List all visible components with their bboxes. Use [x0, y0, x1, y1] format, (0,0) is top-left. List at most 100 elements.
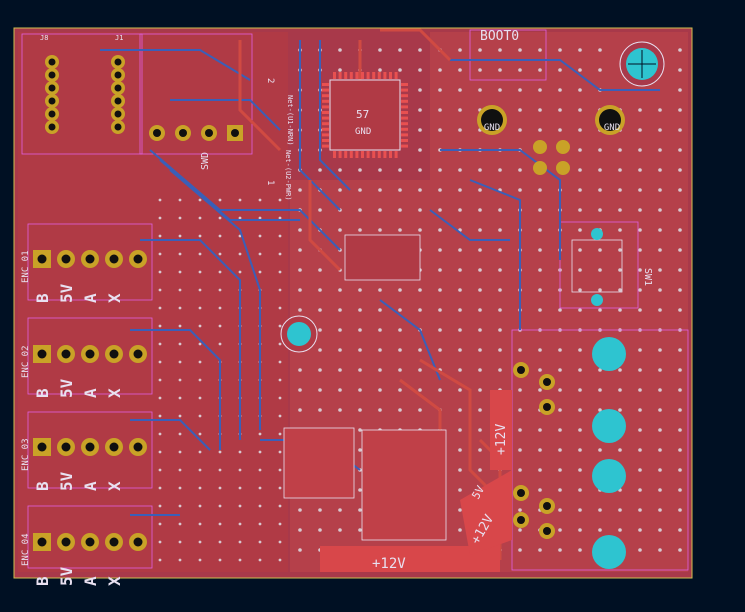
gnd-label-2: GND: [604, 123, 620, 133]
pin-hole: [114, 58, 122, 66]
encoder-pin-label: B: [33, 481, 52, 491]
encoder-label: ENC 04: [21, 533, 31, 566]
pin-hole: [61, 349, 71, 359]
encoder-pin-label: 5V: [57, 566, 76, 586]
terminal-hole: [592, 409, 626, 443]
connector-block[interactable]: [361, 429, 447, 541]
encoder-pin-label: X: [105, 388, 124, 398]
power-pour-12v-b: [460, 470, 512, 555]
pin-hole: [114, 110, 122, 118]
pin-hole: [37, 442, 47, 452]
encoder-pin-label: X: [105, 293, 124, 303]
jumper-pads[interactable]: [533, 140, 570, 175]
encoder-label: ENC 02: [21, 345, 31, 378]
encoder-pin-label: X: [105, 576, 124, 586]
net2-label: Net-(U2-PWR): [284, 150, 292, 201]
pin-hole: [133, 254, 143, 264]
pin-hole: [85, 349, 95, 359]
copper-pour-left: [18, 32, 288, 572]
mcu-chip[interactable]: [322, 72, 408, 158]
encoder-connectors[interactable]: [33, 250, 147, 551]
encoder-pin-label: 5V: [57, 471, 76, 491]
back-traces: [100, 40, 660, 516]
pin-hole: [153, 129, 161, 137]
pin-hole: [133, 349, 143, 359]
pin-hole: [114, 97, 122, 105]
pin-hole: [48, 58, 56, 66]
pin-hole: [114, 123, 122, 131]
pin-hole: [517, 366, 525, 374]
mounting-hole-center: [280, 315, 318, 353]
pin-hole: [109, 349, 119, 359]
pin-hole: [61, 254, 71, 264]
encoder-pin-label: 5V: [57, 283, 76, 303]
encoder-pin-label: A: [81, 388, 100, 398]
pin-hole: [114, 84, 122, 92]
pin-hole: [133, 442, 143, 452]
gnd-testpoint-2[interactable]: GND: [595, 105, 625, 135]
encoder-pin-label: A: [81, 293, 100, 303]
j8-label: J8: [40, 34, 48, 42]
pin-hole: [109, 442, 119, 452]
pin-hole: [231, 129, 239, 137]
terminal-hole: [592, 337, 626, 371]
pin-hole: [109, 537, 119, 547]
ic-lower[interactable]: [344, 234, 421, 281]
pin-hole: [543, 527, 551, 535]
pin-hole: [133, 537, 143, 547]
v12-label-a: +12V: [494, 424, 509, 455]
j1-label: J1: [115, 34, 123, 42]
encoder-pin-label: A: [81, 576, 100, 586]
net1-label: Net-(U1-NRN): [286, 95, 294, 146]
pin-hole: [543, 378, 551, 386]
encoder-pin-label: B: [33, 293, 52, 303]
pin-hole: [85, 254, 95, 264]
terminal-hole: [592, 459, 626, 493]
pin-hole: [48, 123, 56, 131]
pin-hole: [517, 489, 525, 497]
boot0-label: BOOT0: [480, 29, 519, 44]
switch-sw1[interactable]: SW1: [571, 228, 653, 306]
mcu-vcc-label: 57: [356, 108, 369, 121]
pin-hole: [517, 516, 525, 524]
pin-hole: [543, 403, 551, 411]
sw1-label: SW1: [642, 268, 653, 286]
power-pour-12v-bottom: [320, 520, 500, 572]
terminal-pads[interactable]: [513, 337, 626, 569]
gnd-testpoint-1[interactable]: GND: [477, 105, 507, 135]
pin-hole: [179, 129, 187, 137]
pin-hole: [205, 129, 213, 137]
net2-number: 1: [265, 180, 275, 185]
pin-hole: [48, 84, 56, 92]
pin-hole: [37, 537, 47, 547]
encoder-pin-label: X: [105, 481, 124, 491]
pin-hole: [543, 502, 551, 510]
v12-label-bottom: +12V: [372, 556, 406, 572]
net1-number: 2: [265, 78, 275, 83]
terminal-hole: [592, 535, 626, 569]
encoder-pin-label: A: [81, 481, 100, 491]
pin-hole: [48, 97, 56, 105]
via-grid: [158, 48, 682, 562]
encoder-pin-label: B: [33, 576, 52, 586]
v5-label: 5V: [469, 483, 487, 501]
encoder-label: ENC 01: [21, 250, 31, 283]
pin-hole: [85, 537, 95, 547]
pin-hole: [109, 254, 119, 264]
pin-hole: [61, 537, 71, 547]
pin-hole: [37, 254, 47, 264]
gnd-label-1: GND: [484, 123, 500, 133]
mcu-gnd-label: GND: [355, 127, 371, 137]
pin-hole: [61, 442, 71, 452]
power-ic[interactable]: [283, 427, 355, 499]
mounting-hole-top-right: [619, 41, 665, 87]
encoder-label: ENC 03: [21, 438, 31, 471]
swd-label: SWD: [200, 152, 211, 170]
header-j1[interactable]: [111, 55, 125, 134]
swd-header[interactable]: [149, 125, 243, 141]
pin-hole: [48, 71, 56, 79]
header-j8[interactable]: [45, 55, 59, 134]
